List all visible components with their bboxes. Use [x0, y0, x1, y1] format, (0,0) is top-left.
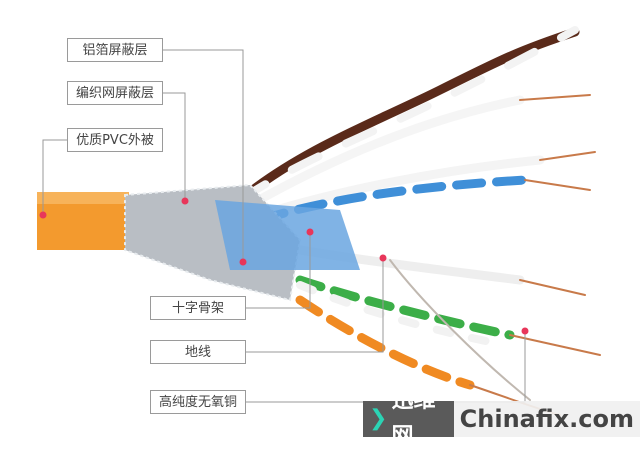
markers — [39, 197, 529, 335]
foil-shield — [215, 200, 360, 270]
watermark: ❯迅维网 Chinafix.com — [363, 388, 640, 449]
watermark-cn: 迅维网 — [391, 388, 436, 449]
label-pvc-jacket: 优质PVC外被 — [67, 128, 163, 152]
cable-diagram — [37, 26, 601, 416]
watermark-en: Chinafix.com — [453, 401, 640, 437]
label-cross-spline: 十字骨架 — [150, 296, 246, 320]
label-foil-shield: 铝箔屏蔽层 — [67, 38, 163, 62]
label-braid-shield: 编织网屏蔽层 — [67, 81, 163, 105]
chevron-logo-icon: ❯ — [369, 406, 388, 431]
label-ground-wire: 地线 — [150, 340, 246, 364]
label-copper: 高纯度无氧铜 — [150, 390, 246, 414]
